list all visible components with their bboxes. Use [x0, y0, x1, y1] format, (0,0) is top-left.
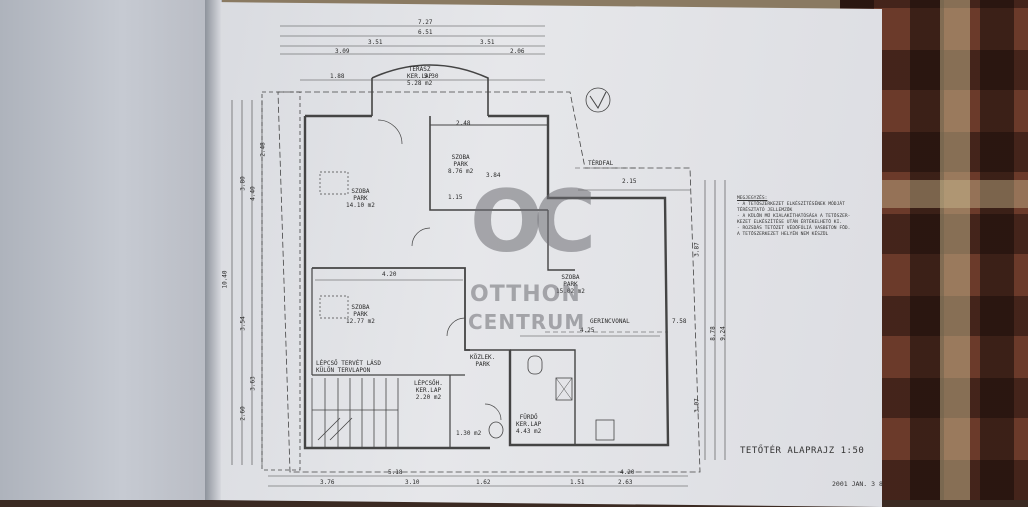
dim-right-2: 3.87 — [693, 242, 701, 257]
room-label-wc: 1.30 m2 — [456, 430, 482, 437]
dim-left-4: 3.63 — [249, 376, 257, 391]
dim-left-3: 4.40 — [249, 186, 257, 201]
dim-bottom-6: 4.20 — [620, 469, 635, 476]
dim-top-6: 3.09 — [335, 48, 350, 55]
drawing-notes: MEGJEGYZÉS: - A TETŐSZERKEZET ELKÉSZÍTÉS… — [737, 196, 851, 237]
dim-top-4: 5.30 — [424, 73, 439, 80]
ridge-line-label: GERINCVONAL — [590, 318, 630, 325]
dim-left-5: 2.60 — [239, 406, 247, 421]
dim-top-7: 2.06 — [510, 48, 525, 55]
dim-left-1: 3.80 — [239, 176, 247, 191]
dim-top-1: 6.51 — [418, 29, 433, 36]
dim-right-1: 8.78 — [709, 326, 717, 341]
drawing-title: TETŐTÉR ALAPRAJZ 1:50 — [740, 446, 865, 456]
dim-room-1: 3.84 — [486, 172, 501, 179]
room-label-corridor: KÖZLEK.PARK — [470, 354, 496, 368]
dim-right-4: 7.58 — [672, 318, 687, 325]
dim-bottom-5: 5.18 — [388, 469, 403, 476]
dim-left-0: 10.40 — [221, 270, 229, 289]
dim-room-5: 2.48 — [456, 120, 471, 127]
dim-room-3: 2.15 — [622, 178, 637, 185]
dim-room-0: 4.20 — [382, 271, 397, 278]
dim-bottom-2: 1.62 — [476, 479, 491, 486]
dim-top-2: 3.51 — [368, 39, 383, 46]
watermark-text-2: CENTRUM — [468, 310, 586, 334]
dim-left-2: 3.54 — [239, 316, 247, 331]
dim-room-4: 1.15 — [448, 194, 463, 201]
dim-bottom-1: 3.10 — [405, 479, 420, 486]
dim-bottom-4: 2.63 — [618, 479, 633, 486]
dim-right-3: 3.07 — [693, 398, 701, 413]
drawing-date: 2001 JAN. 3 8 — [832, 480, 883, 488]
left-page — [0, 0, 222, 500]
dim-top-5: 1.88 — [330, 73, 345, 80]
watermark-logo: OC — [470, 172, 596, 272]
dim-right-0: 9.24 — [719, 326, 727, 341]
book-fold — [205, 0, 221, 500]
dim-bottom-0: 3.76 — [320, 479, 335, 486]
dim-left-6: 2.48 — [259, 142, 267, 157]
dim-room-2: 4.25 — [580, 327, 595, 334]
dim-top-3: 3.51 — [480, 39, 495, 46]
dim-top-0: 7.27 — [418, 19, 433, 26]
dim-bottom-3: 1.51 — [570, 479, 585, 486]
watermark-text-1: OTTHON — [470, 282, 581, 307]
knee-wall-label: TÉRDFAL — [588, 160, 614, 167]
